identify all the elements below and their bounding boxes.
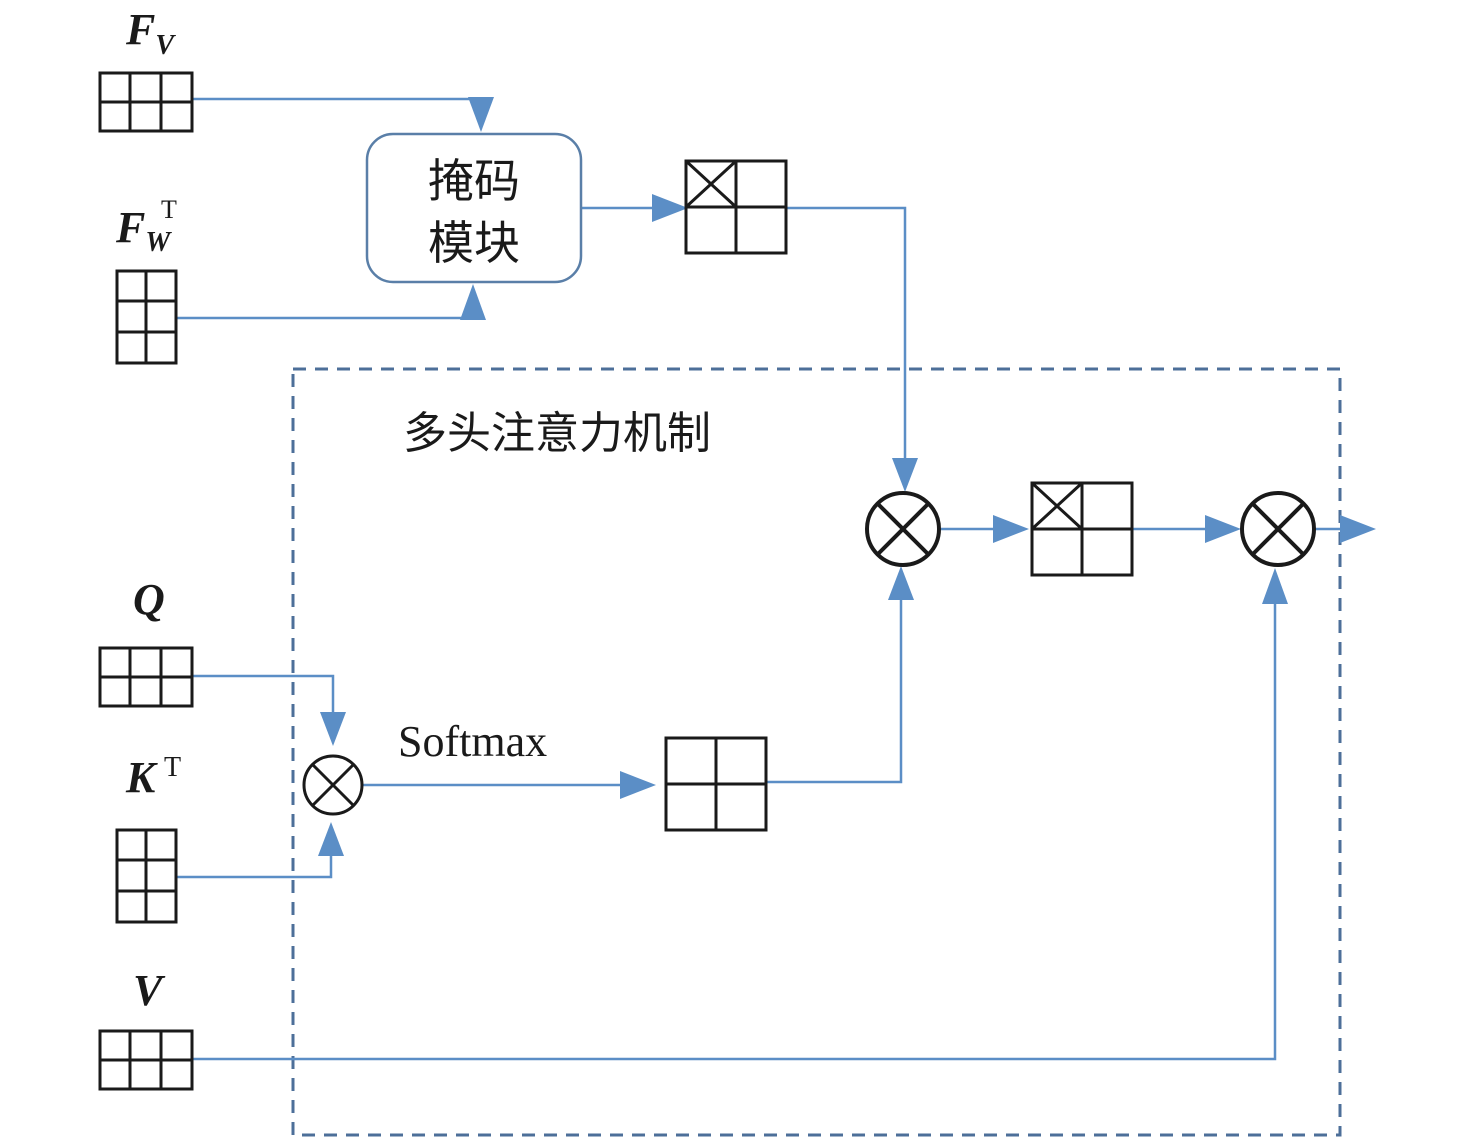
matrix-fw-transpose	[115, 269, 178, 365]
label-v: V	[133, 966, 166, 1015]
arrowhead-k-mult1	[318, 822, 344, 856]
matrix-v	[98, 1029, 194, 1091]
matrix-q	[98, 646, 194, 708]
arrowhead-mask-matrix	[652, 194, 688, 222]
arrowhead-mult3	[1205, 515, 1241, 543]
label-fv: FV	[125, 5, 176, 61]
multiply-operator-mask	[865, 491, 941, 567]
connector-q-to-mult1	[192, 674, 335, 728]
matrix-softmax-output	[664, 736, 768, 832]
arrowhead-fv-mask	[468, 97, 494, 132]
arrowhead-to-mult2-top	[892, 458, 918, 492]
label-k-superscript: T	[164, 752, 181, 783]
connector-mask-matrix-to-mult2	[786, 206, 907, 478]
multiply-operator-value	[1240, 491, 1316, 567]
arrowhead-to-mult2-bottom	[888, 566, 914, 600]
attention-block-title: 多头注意力机制	[403, 408, 711, 459]
connector-v-to-mult3	[192, 585, 1277, 1061]
arrowhead-fw-mask	[460, 284, 486, 320]
mask-module	[365, 132, 583, 284]
mask-module-label-line1: 掩码	[428, 154, 520, 208]
matrix-fv	[98, 71, 194, 133]
connector-fw-to-mask	[176, 303, 475, 320]
matrix-k-transpose	[115, 828, 178, 924]
matrix-masked-attention	[1030, 481, 1134, 577]
multiply-operator-qk	[302, 754, 364, 816]
label-fw-transpose: FW	[115, 203, 172, 258]
arrowhead-output	[1340, 515, 1376, 543]
attention-block-border	[291, 367, 1342, 1137]
arrowhead-result	[993, 515, 1029, 543]
arrowhead-q-mult1	[320, 712, 346, 746]
arrowhead-softmax	[620, 771, 656, 799]
connector-softmax-to-mult2	[766, 585, 903, 784]
matrix-mask-output	[684, 159, 788, 255]
mask-module-label-line2: 模块	[428, 216, 520, 270]
label-q: Q	[133, 575, 165, 624]
softmax-label: Softmax	[398, 717, 547, 766]
label-k-transpose: K	[125, 753, 158, 802]
connector-k-to-mult1	[176, 838, 333, 879]
connector-fv-to-mask	[192, 97, 483, 112]
arrowhead-v-mult3	[1262, 568, 1288, 604]
label-fw-superscript: T	[161, 195, 177, 224]
